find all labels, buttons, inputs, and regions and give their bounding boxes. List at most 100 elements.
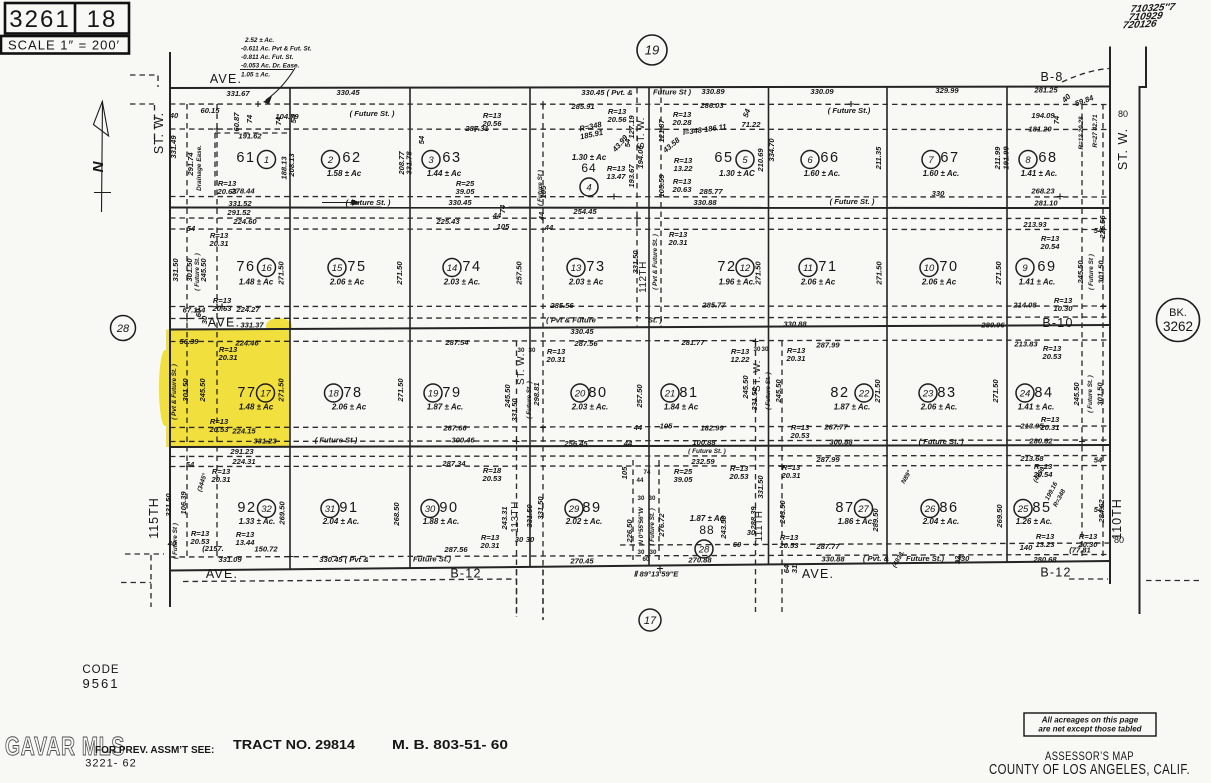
- svg-text:R=18: R=18: [483, 466, 502, 475]
- svg-text:1.86 ± Ac.: 1.86 ± Ac.: [838, 517, 875, 526]
- svg-text:16: 16: [261, 263, 272, 274]
- svg-text:1.41 ± Ac.: 1.41 ± Ac.: [1019, 278, 1056, 287]
- svg-text:213.68: 213.68: [1019, 454, 1044, 463]
- svg-text:83: 83: [937, 385, 956, 401]
- svg-text:291.23: 291.23: [229, 447, 254, 456]
- svg-text:2.06 ± Ac: 2.06 ± Ac: [800, 278, 836, 287]
- svg-text:211.35: 211.35: [874, 146, 883, 170]
- svg-text:56.39: 56.39: [179, 337, 199, 346]
- svg-text:( Future St. ): ( Future St. ): [346, 198, 391, 207]
- svg-text:Future St ): Future St ): [653, 88, 691, 97]
- svg-text:1.33 ± Ac.: 1.33 ± Ac.: [239, 517, 276, 526]
- svg-text:1.84 ± Ac: 1.84 ± Ac: [664, 403, 699, 412]
- svg-text:1.87 ± Ac.: 1.87 ± Ac.: [427, 403, 464, 412]
- svg-text:12.22: 12.22: [730, 355, 750, 364]
- svg-text:331.78: 331.78: [405, 151, 414, 175]
- svg-text:100.88: 100.88: [692, 438, 716, 447]
- svg-text:281.77: 281.77: [680, 338, 705, 347]
- svg-text:77: 77: [237, 385, 256, 401]
- svg-text:AVE.: AVE.: [208, 316, 240, 330]
- svg-text:271.50: 271.50: [991, 379, 1000, 404]
- svg-text:193.67: 193.67: [627, 164, 636, 188]
- svg-text:24: 24: [1019, 388, 1031, 399]
- svg-text:110TH: 110TH: [1110, 498, 1124, 540]
- svg-text:R=13: R=13: [782, 463, 801, 472]
- svg-text:AVE.: AVE.: [210, 72, 242, 86]
- svg-text:R=13: R=13: [191, 529, 210, 538]
- svg-text:20.63: 20.63: [216, 187, 237, 196]
- svg-text:66: 66: [820, 150, 839, 166]
- svg-text:44: 44: [537, 211, 546, 221]
- svg-text:( Future St. ): ( Future St. ): [526, 381, 533, 419]
- svg-text:60: 60: [733, 540, 742, 549]
- svg-text:331.09: 331.09: [218, 555, 242, 564]
- svg-text:R=13: R=13: [731, 347, 750, 356]
- svg-text:284.62: 284.62: [1097, 499, 1106, 524]
- svg-text:R=13: R=13: [673, 177, 692, 186]
- svg-text:331.50: 331.50: [631, 250, 640, 274]
- svg-text:243.50: 243.50: [778, 500, 787, 525]
- svg-text:27: 27: [857, 504, 869, 515]
- svg-text:287.66: 287.66: [442, 424, 467, 433]
- svg-text:R=13: R=13: [607, 164, 626, 173]
- svg-text:20.31: 20.31: [545, 355, 565, 364]
- svg-text:710929: 710929: [1128, 11, 1164, 24]
- svg-text:54: 54: [187, 224, 196, 233]
- svg-text:331.67: 331.67: [226, 89, 250, 98]
- svg-text:710325″7: 710325″7: [1130, 2, 1178, 15]
- svg-text:20.53: 20.53: [189, 537, 210, 546]
- svg-text:20.53: 20.53: [208, 425, 229, 434]
- svg-text:18: 18: [87, 6, 118, 33]
- svg-text:N: N: [90, 160, 107, 172]
- svg-text:271.50: 271.50: [277, 261, 286, 286]
- svg-text:300.46: 300.46: [451, 436, 475, 445]
- svg-text:257.50: 257.50: [515, 261, 524, 286]
- svg-text:( Future St. ): ( Future St. ): [1087, 375, 1094, 413]
- svg-text:( Future St ): ( Future St ): [537, 170, 544, 206]
- svg-text:13.47: 13.47: [606, 172, 626, 181]
- svg-text:B-10: B-10: [1042, 316, 1073, 330]
- svg-text:301.50: 301.50: [181, 378, 190, 402]
- svg-text:329.99: 329.99: [935, 86, 959, 95]
- svg-text:2.03 ± Ac.: 2.03 ± Ac.: [443, 278, 481, 287]
- svg-text:31: 31: [325, 504, 336, 515]
- svg-text:287.77: 287.77: [815, 542, 840, 551]
- svg-text:298.81: 298.81: [532, 382, 541, 406]
- svg-text:R=13: R=13: [1054, 296, 1073, 305]
- svg-text:224.15: 224.15: [231, 427, 256, 436]
- svg-text:17: 17: [260, 388, 271, 399]
- svg-text:271.50: 271.50: [754, 261, 763, 286]
- svg-text:13.22: 13.22: [673, 164, 693, 173]
- svg-text:ST. W.: ST. W.: [516, 353, 527, 385]
- svg-text:330.45 ( Pvt. &: 330.45 ( Pvt. &: [581, 88, 633, 97]
- svg-text:ST. W.: ST. W.: [1116, 128, 1130, 170]
- svg-text:11: 11: [803, 263, 813, 274]
- svg-text:( Future St. ): ( Future St. ): [194, 253, 201, 291]
- svg-text:214.08: 214.08: [1012, 301, 1037, 310]
- svg-text:106.39: 106.39: [179, 491, 188, 515]
- svg-text:271.50: 271.50: [395, 261, 404, 286]
- svg-text:70: 70: [939, 259, 958, 275]
- svg-text:60.15: 60.15: [200, 106, 220, 115]
- svg-text:105: 105: [620, 466, 629, 479]
- svg-text:182.99: 182.99: [700, 424, 724, 433]
- svg-text:213.93: 213.93: [1022, 220, 1047, 229]
- svg-text:28: 28: [116, 323, 130, 335]
- svg-text:278.44: 278.44: [230, 187, 255, 196]
- svg-text:20.53: 20.53: [789, 431, 810, 440]
- svg-text:22: 22: [858, 388, 870, 399]
- svg-text:269.50: 269.50: [995, 504, 1004, 529]
- svg-text:30: 30: [747, 528, 756, 537]
- svg-text:2.03 ± Ac: 2.03 ± Ac: [568, 278, 604, 287]
- svg-text:72: 72: [717, 259, 736, 275]
- svg-text:80: 80: [1114, 535, 1124, 545]
- svg-text:71.22: 71.22: [741, 120, 761, 129]
- svg-text:Future St.): Future St.): [413, 555, 451, 564]
- svg-text:1.58 ± Ac: 1.58 ± Ac: [327, 169, 362, 178]
- svg-text:1.30 ± Ac: 1.30 ± Ac: [572, 153, 607, 162]
- svg-text:268.23: 268.23: [1030, 187, 1055, 196]
- svg-text:280.96: 280.96: [980, 321, 1005, 330]
- svg-text:74: 74: [245, 114, 254, 123]
- svg-text:32: 32: [953, 555, 962, 564]
- svg-text:105.59: 105.59: [657, 174, 666, 198]
